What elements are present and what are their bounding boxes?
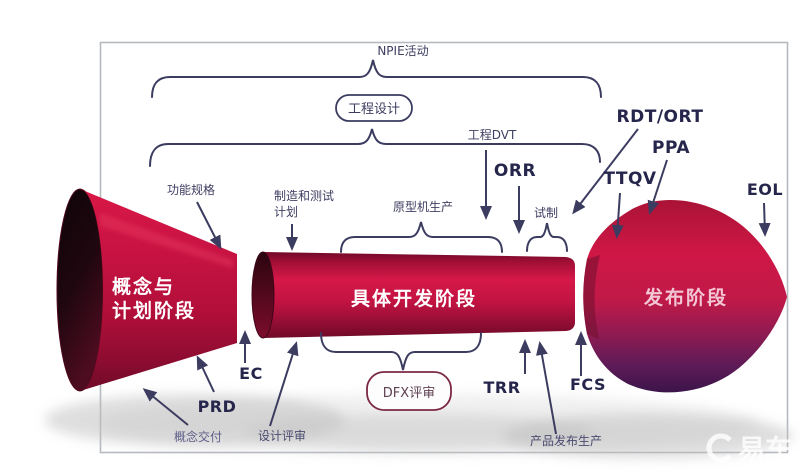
orr-milestone-label: ORR (494, 161, 536, 181)
ttqv-milestone-label: TTQV (603, 169, 657, 189)
engineering-dvt-label: 工程DVT (468, 127, 517, 142)
brace-prototype-production (340, 221, 503, 253)
concept-phase-label-line1: 概念与 (112, 275, 175, 298)
design-review-label: 设计评审 (258, 428, 306, 443)
arrow-ttqv (611, 192, 624, 239)
pilot-run-label: 试制 (534, 205, 558, 220)
arrows (142, 128, 771, 435)
prototype-production-label: 原型机生产 (393, 200, 453, 214)
prd-milestone-label: PRD (198, 397, 237, 416)
development-phase-label: 具体开发阶段 (351, 287, 477, 310)
functional-spec-label: 功能规格 (167, 182, 215, 197)
dfx-review-box: DFX评审 (366, 371, 452, 411)
eol-milestone-label: EOL (747, 180, 783, 199)
brace-engineering-design (149, 128, 601, 167)
arrow-product-release-production (536, 341, 557, 435)
concept-phase-funnel: 概念与 计划阶段 (56, 188, 237, 392)
ground-shadows (45, 394, 793, 458)
engineering-design-box: 工程设计 (335, 94, 413, 122)
development-phase-tube: 具体开发阶段 (251, 251, 575, 339)
arrow-concept-delivery (142, 388, 189, 426)
ppa-milestone-label: PPA (652, 138, 690, 158)
release-phase-blob: 发布阶段 (583, 199, 787, 393)
fcs-milestone-label: FCS (570, 375, 606, 394)
engineering-design-label: 工程设计 (348, 102, 400, 117)
trr-milestone-label: TRR (483, 378, 520, 397)
concept-delivery-label: 概念交付 (174, 429, 222, 444)
rdt-ort-milestone-label: RDT/ORT (617, 107, 704, 127)
mfg-test-plan-label-line1: 制造和测试 (274, 188, 334, 203)
npie-activities-label: NPIE活动 (377, 44, 428, 58)
concept-phase-label-line2: 计划阶段 (112, 299, 196, 322)
arrow-eol (758, 202, 771, 237)
brace-npie-activities (151, 59, 602, 98)
arrow-design-review (269, 341, 299, 427)
brace-pilot-run (526, 222, 568, 252)
arrow-ppa (647, 159, 668, 215)
release-phase-label: 发布阶段 (643, 286, 728, 309)
product-release-production-label: 产品发布生产 (530, 433, 602, 448)
mfg-test-plan-label-line2: 计划 (274, 205, 298, 219)
ec-milestone-label: EC (239, 364, 263, 383)
yiche-logo-icon (706, 433, 736, 463)
arrow-prd (196, 355, 215, 393)
dfx-review-label: DFX评审 (383, 386, 435, 401)
yiche-watermark: 易车 (706, 433, 792, 466)
brace-dfx-review (320, 332, 482, 371)
yiche-watermark-text: 易车 (738, 434, 792, 466)
arrow-functional-spec (196, 201, 222, 250)
arrow-rdt-ort (572, 128, 639, 215)
